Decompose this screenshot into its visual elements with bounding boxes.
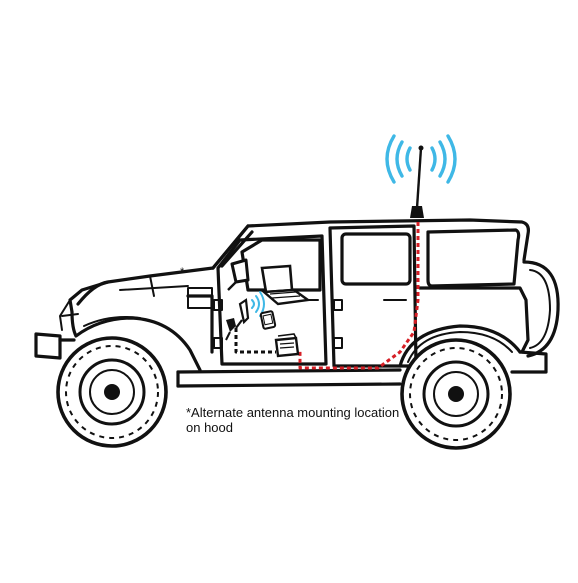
note-line-1: *Alternate antenna mounting location [186, 405, 400, 420]
rear-wheel [400, 338, 512, 450]
alternate-mount-note: *Alternate antenna mounting location on … [186, 405, 416, 435]
phone-cradle-icon [235, 298, 250, 329]
booster-unit-icon [274, 333, 300, 358]
power-adapter-icon [225, 318, 236, 341]
note-line-2: on hood [186, 420, 233, 435]
booster-cable [234, 328, 276, 354]
laptop-icon [260, 264, 312, 306]
vehicle-body [34, 218, 560, 388]
alternate-mount-asterisk: * [180, 266, 185, 278]
front-wheel [56, 336, 168, 448]
antenna-cable [298, 222, 420, 370]
antenna-icon [410, 145, 424, 218]
smartphone-icon [259, 310, 277, 330]
signal-waves-icon [385, 134, 457, 184]
